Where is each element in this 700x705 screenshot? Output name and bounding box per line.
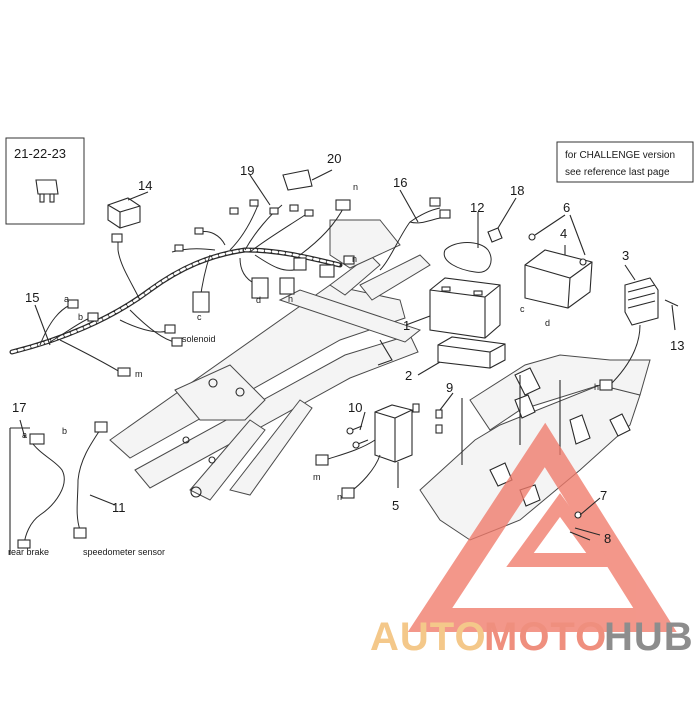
callout-5: 5	[392, 498, 399, 513]
letter-b-1: b	[78, 312, 83, 322]
callout-18: 18	[510, 183, 524, 198]
battery-tray-2	[437, 336, 506, 369]
letter-d-1: d	[256, 295, 261, 305]
callout-15: 15	[25, 290, 39, 305]
note-line-1: for CHALLENGE version	[565, 150, 675, 161]
label-rear-brake: rear brake	[8, 547, 49, 557]
main-wiring-harness-15	[9, 199, 355, 377]
inset-box-label: 21-22-23	[14, 146, 66, 161]
letter-a-2: a	[22, 430, 27, 440]
letter-h-2: h	[594, 382, 599, 392]
watermark-moto: MOTO	[484, 615, 607, 659]
callout-16: 16	[393, 175, 407, 190]
control-unit-5	[315, 404, 413, 499]
battery-cable-16	[379, 197, 451, 271]
callout-20: 20	[327, 151, 341, 166]
callout-19: 19	[240, 163, 254, 178]
callout-9: 9	[446, 380, 453, 395]
letter-n-2: n	[352, 254, 357, 264]
letter-m-1: m	[135, 369, 143, 379]
callout-1: 1	[403, 318, 410, 333]
label-solenoid: solenoid	[182, 334, 216, 344]
callout-2: 2	[405, 368, 412, 383]
sensor-cables	[9, 421, 108, 555]
letter-c-1: c	[197, 312, 202, 322]
watermark-logo: AUTO MOTO HUB	[370, 615, 694, 659]
callout-8: 8	[604, 531, 611, 546]
fuse-box-20	[282, 169, 333, 191]
letter-d-2: d	[545, 318, 550, 328]
callout-17: 17	[12, 400, 26, 415]
leader-lines	[19, 174, 676, 536]
watermark-hub: HUB	[604, 615, 694, 659]
callout-7: 7	[600, 488, 607, 503]
letter-m-2: m	[313, 472, 321, 482]
inset-box-21-22-23: 21-22-23	[5, 137, 85, 225]
part-18	[487, 227, 503, 243]
letter-n-1: n	[353, 182, 358, 192]
callout-12: 12	[470, 200, 484, 215]
callout-13: 13	[670, 338, 684, 353]
small-fasteners	[346, 233, 679, 541]
ecu-4	[524, 249, 593, 309]
callout-6: 6	[563, 200, 570, 215]
letter-c-2: c	[520, 304, 525, 314]
letter-n-3: n	[337, 492, 342, 502]
letter-h-1: h	[288, 294, 293, 304]
letter-b-2: b	[62, 426, 67, 436]
label-speedometer-sensor: speedometer sensor	[83, 547, 165, 557]
callout-3: 3	[622, 248, 629, 263]
watermark-auto: AUTO	[370, 615, 487, 659]
callout-11: 11	[112, 500, 126, 515]
watermark-triangle	[407, 422, 677, 632]
part-labels: solenoid rear brake speedometer sensor a…	[8, 182, 599, 557]
note-line-2: see reference last page	[565, 167, 670, 178]
callout-numbers: 1 2 3 4 5 6 7 8 9 10 11 12 13 14 15 16 1…	[12, 151, 684, 546]
relay-14	[107, 191, 149, 229]
cable-12	[443, 242, 492, 273]
callout-14: 14	[138, 178, 152, 193]
battery-1	[429, 277, 501, 339]
challenge-note-box: for CHALLENGE version see reference last…	[556, 141, 694, 183]
callout-4: 4	[560, 226, 567, 241]
callout-10: 10	[348, 400, 362, 415]
regulator-3	[599, 277, 659, 391]
letter-a-1: a	[64, 294, 69, 304]
